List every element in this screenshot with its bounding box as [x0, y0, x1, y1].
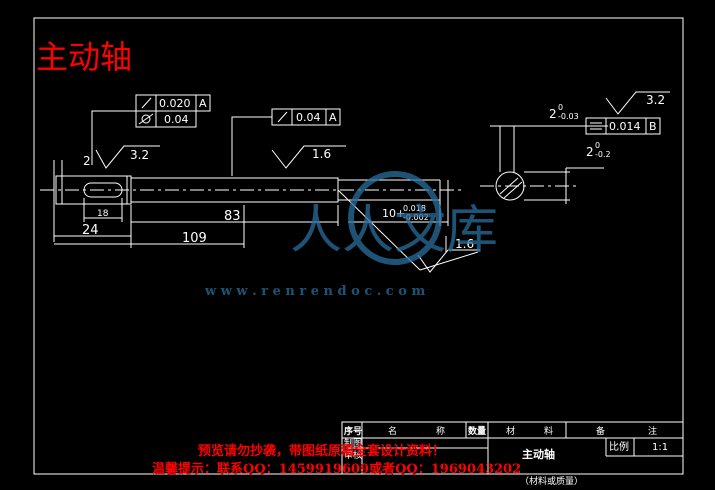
sec-dim2-sub: -0.2 [595, 150, 611, 159]
tb-r-check: 审核 [344, 449, 362, 461]
sec-dim1-sub: -0.03 [558, 112, 579, 121]
roughness-symbol-3 [417, 249, 480, 273]
dim-18: 18 [97, 209, 109, 219]
roughness-symbols [95, 91, 670, 273]
gdt-runout-value-1: 0.020 [159, 97, 191, 110]
watermark-logo-icon [348, 171, 442, 265]
tb-h-mat2: 料 [544, 425, 553, 437]
gdt-frame-2 [231, 108, 341, 176]
tb-h-qty: 数量 [468, 425, 486, 437]
tb-h-mat: 材 [506, 425, 515, 437]
tb-h-note: 备 [596, 425, 605, 437]
gdt-datum-1: A [199, 97, 207, 110]
tb-part-name: 主动轴 [522, 447, 555, 461]
gdt-sym-value: 0.014 [609, 120, 641, 133]
tb-h-seq: 序号 [344, 425, 362, 437]
runout-icon-2 [277, 111, 288, 123]
drawing-title: 主动轴 [36, 38, 132, 76]
tb-scale-label: 比例 [609, 440, 629, 453]
section-circle [495, 171, 525, 201]
tb-h-name2: 称 [436, 425, 445, 437]
watermark-logo-text: 人人文库 [290, 201, 498, 261]
roughness-label-2: 1.6 [312, 147, 331, 161]
roughness-symbol-1 [95, 145, 160, 169]
sec-dim2-sup: 0 [595, 141, 600, 150]
tb-h-note2: 注 [648, 425, 657, 437]
roughness-symbol-4 [605, 91, 670, 115]
sec-dim2-base: 2 [586, 145, 594, 159]
section-view [480, 117, 661, 204]
dim-109: 109 [182, 231, 207, 246]
gdt-datum-3: B [649, 120, 657, 133]
sec-dim1-sup: 0 [558, 103, 563, 112]
roughness-symbol-2 [271, 145, 346, 169]
roughness-label-4: 3.2 [646, 93, 665, 107]
tb-r-draw: 制图 [344, 437, 362, 449]
tb-h-name: 名 [388, 425, 397, 437]
notice-line-1: 预览请勿抄袭，带图纸原稿全套设计资料！ [198, 443, 445, 459]
gdt-runout-value-2: 0.04 [296, 111, 321, 124]
roughness-label-1: 3.2 [130, 148, 149, 162]
tol-lower: -0.002 [403, 213, 429, 222]
notice-line-2: 温馨提示：联系QQ：1459919609或者QQ：1969043202 [152, 461, 521, 477]
dim-2: 2 [83, 154, 91, 168]
watermark-url: w w w . r e n r e n d o c . c o m [204, 284, 425, 299]
tol-upper: 0.018 [403, 204, 426, 213]
roughness-label-3: 1.6 [455, 237, 474, 251]
dim-24: 24 [82, 223, 99, 238]
tb-scale-value: 1:1 [652, 442, 668, 453]
title-block [341, 421, 684, 475]
dim-83: 83 [224, 209, 241, 224]
tol-base: 10+ [382, 207, 405, 220]
gdt-datum-2: A [329, 111, 337, 124]
watermark: 人人文库 w w w . r e n r e n d o c . c o m [204, 171, 498, 299]
cylindricity-icon [141, 114, 151, 124]
tb-material-label: （材料或质量） [520, 475, 583, 487]
keyway-slot [83, 182, 123, 198]
gdt-cyl-value: 0.04 [164, 113, 189, 126]
sec-dim1-base: 2 [549, 107, 557, 121]
gdt-frame-1 [91, 94, 211, 165]
runout-icon [141, 97, 152, 109]
